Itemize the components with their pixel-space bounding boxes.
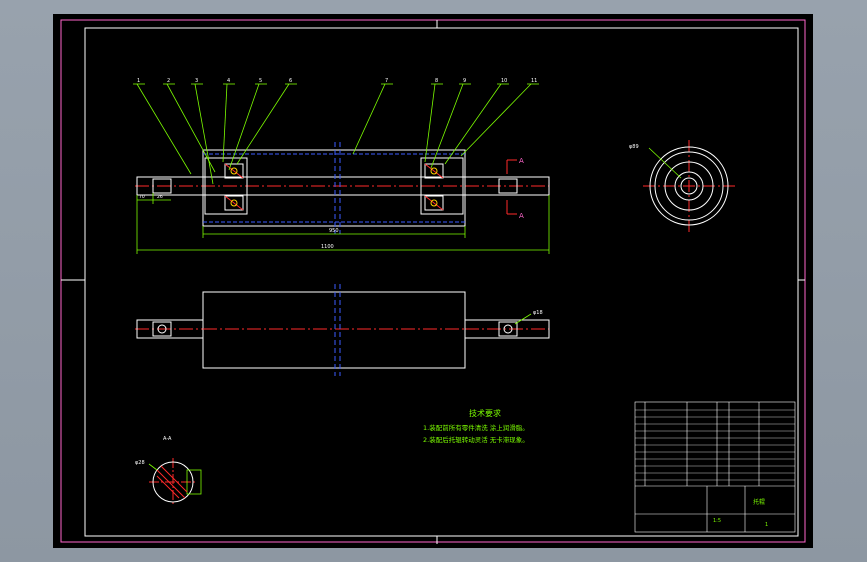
dim-overall-length: 1100 xyxy=(321,244,334,250)
cad-viewport[interactable]: A A 1 2 3 4 5 6 7 8 9 10 11 1100 950 70 26 xyxy=(53,14,813,548)
leader-line-7 xyxy=(352,83,386,155)
right-bearing-hatch-a xyxy=(424,163,444,179)
dim-shell-length: 950 xyxy=(329,228,339,234)
right-bearing-top xyxy=(424,163,444,179)
right-bearing-housing xyxy=(420,157,464,215)
section-cut-marker xyxy=(506,159,517,215)
roller-shell xyxy=(202,149,466,227)
tech-req-item-2: 2.装配后托辊转动灵活 无卡滞现象。 xyxy=(423,435,529,444)
front-section-view: A A xyxy=(135,142,550,234)
left-bearing-bottom xyxy=(224,195,244,211)
left-bearing-housing xyxy=(204,157,248,215)
front-dimensions xyxy=(136,193,550,254)
plan-view xyxy=(135,284,550,376)
left-bearing-top xyxy=(224,163,244,179)
leader-line-8 xyxy=(424,83,436,163)
leader-line-6 xyxy=(236,83,290,165)
section-marker-bottom: A xyxy=(519,212,524,220)
dim-left-shaft: 70 xyxy=(139,194,145,200)
drawing-sheet: 1 xyxy=(765,522,768,528)
balloon-5: 5 xyxy=(259,78,262,84)
balloon-9: 9 xyxy=(463,78,466,84)
balloon-8: 8 xyxy=(435,78,438,84)
leader-line-3 xyxy=(194,83,214,185)
balloon-labels: 1 2 3 4 5 6 7 8 9 10 11 xyxy=(137,78,537,84)
balloon-4: 4 xyxy=(227,78,230,84)
right-shaft-flat xyxy=(498,178,518,194)
balloon-2: 2 xyxy=(167,78,170,84)
left-bearing-hatch-b xyxy=(224,195,244,211)
shaft xyxy=(136,176,550,196)
left-shaft-flat xyxy=(152,178,172,194)
balloon-1: 1 xyxy=(137,78,140,84)
outer-frame xyxy=(60,19,806,543)
right-ball-bottom xyxy=(430,199,438,207)
right-bearing-hatch-b xyxy=(424,195,444,211)
assembly-drawing: A A 1 2 3 4 5 6 7 8 9 10 11 1100 950 70 26 xyxy=(60,19,806,544)
bom-rows xyxy=(635,409,795,481)
title-block xyxy=(634,401,796,533)
tech-req-item-1: 1.装配前所有零件清洗 涂上润滑脂。 xyxy=(423,423,529,432)
leader-line-11 xyxy=(460,83,532,157)
right-ball-top xyxy=(430,167,438,175)
centering-marks xyxy=(61,20,805,544)
section-aa-label: A-A xyxy=(163,436,172,442)
tech-req-heading: 技术要求 xyxy=(469,408,501,418)
left-ball-top xyxy=(230,167,238,175)
end-view xyxy=(643,140,735,232)
inner-frame xyxy=(84,27,799,537)
leader-line-2 xyxy=(166,83,216,173)
leader-lines xyxy=(133,83,539,185)
leader-line-1 xyxy=(136,83,192,175)
leader-line-5 xyxy=(228,83,260,171)
section-marker-top: A xyxy=(519,157,524,165)
dim-left-shaft-2: 26 xyxy=(157,194,163,200)
left-bearing-hatch-a xyxy=(224,163,244,179)
drawing-scale: 1:5 xyxy=(713,518,721,524)
balloon-7: 7 xyxy=(385,78,388,84)
balloon-3: 3 xyxy=(195,78,198,84)
left-ball-bottom xyxy=(230,199,238,207)
drawing-title: 托辊 xyxy=(753,498,765,506)
section-aa-dia: φ28 xyxy=(135,460,145,466)
plan-hole-dia: φ18 xyxy=(533,310,543,316)
leader-line-10 xyxy=(444,83,502,165)
balloon-11: 11 xyxy=(531,78,537,84)
balloon-6: 6 xyxy=(289,78,292,84)
leader-line-9 xyxy=(430,83,464,169)
section-aa-view xyxy=(148,458,202,506)
right-bearing-bottom xyxy=(424,195,444,211)
end-view-dia: φ89 xyxy=(629,144,639,150)
leader-line-4 xyxy=(222,83,228,163)
balloon-10: 10 xyxy=(501,78,507,84)
